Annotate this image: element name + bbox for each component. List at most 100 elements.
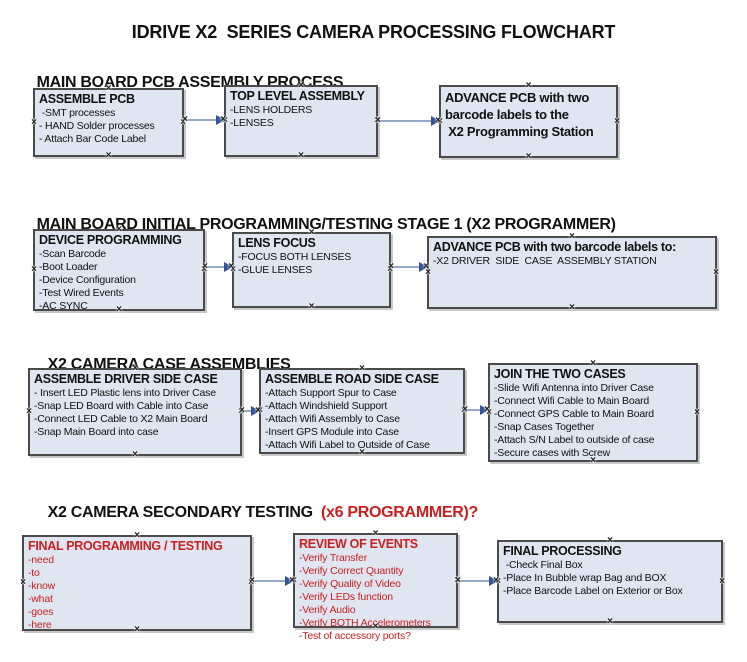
connection-handle-icon[interactable]: × bbox=[20, 577, 26, 588]
section-header-text: MAIN BOARD INITIAL PROGRAMMING/TESTING S… bbox=[36, 216, 616, 233]
box-items: -Scan Barcode-Boot Loader-Device Configu… bbox=[39, 248, 203, 313]
connection-handle-icon[interactable]: × bbox=[569, 302, 575, 313]
connection-handle-icon[interactable]: × bbox=[31, 116, 37, 128]
flow-box-assemble-driver-side-case[interactable]: ASSEMBLE DRIVER SIDE CASE - Insert LED P… bbox=[26, 364, 244, 460]
arrowhead-icon bbox=[224, 262, 233, 272]
box-item-text: -Test of accessory ports? bbox=[299, 630, 411, 642]
box-item-text: -Device Configuration bbox=[39, 274, 136, 286]
connection-handle-icon[interactable]: × bbox=[105, 150, 112, 161]
box-item-text: -to bbox=[28, 567, 40, 579]
box-item-text: -Attach Wifi Assembly to Case bbox=[265, 413, 400, 425]
flow-box-join-the-two-cases[interactable]: JOIN THE TWO CASES -Slide Wifi Antenna i… bbox=[486, 359, 700, 466]
connection-handle-icon[interactable]: × bbox=[525, 151, 532, 162]
box-item-text: -Attach Windshield Support bbox=[265, 400, 388, 412]
box-title: ASSEMBLE DRIVER SIDE CASE bbox=[34, 372, 218, 386]
box-item-text: -FOCUS BOTH LENSES bbox=[238, 251, 352, 263]
box-item-text: -Snap Main Board into case bbox=[34, 426, 159, 438]
connector-arrow[interactable]: ×× bbox=[239, 405, 261, 417]
arrowhead-icon bbox=[251, 406, 260, 416]
box-item-text: - Attach Bar Code Label bbox=[39, 133, 146, 145]
box-item-text: -Place In Bubble wrap Bag and BOX bbox=[503, 572, 667, 584]
arrow-line bbox=[379, 120, 432, 122]
connection-handle-icon[interactable]: × bbox=[298, 150, 304, 161]
arrow-line bbox=[243, 410, 252, 412]
arrow-line bbox=[186, 119, 217, 121]
arrowhead-icon bbox=[431, 116, 440, 126]
box-items: -SMT processes- HAND Solder processes- A… bbox=[39, 107, 182, 146]
box-item-text: -here bbox=[28, 619, 52, 631]
flow-box-device-programming[interactable]: DEVICE PROGRAMMING -Scan Barcode-Boot Lo… bbox=[31, 225, 207, 315]
flow-box-top-level-assembly[interactable]: TOP LEVEL ASSEMBLY -LENS HOLDERS-LENSES … bbox=[222, 81, 380, 161]
arrowhead-icon bbox=[419, 262, 428, 272]
box-title: ASSEMBLE ROAD SIDE CASE bbox=[265, 372, 439, 386]
box-title: JOIN THE TWO CASES bbox=[494, 367, 626, 381]
box-title: LENS FOCUS bbox=[238, 236, 316, 250]
box-item-text: -AC SYNC bbox=[39, 300, 88, 312]
box-item-text: -Insert GPS Module into Case bbox=[265, 426, 399, 438]
box-item-text: -goes bbox=[28, 606, 54, 618]
box-item-text: -Scan Barcode bbox=[39, 248, 106, 260]
box-item-text: -what bbox=[28, 593, 53, 605]
connection-handle-icon[interactable]: × bbox=[607, 616, 613, 627]
box-item-text: - HAND Solder processes bbox=[39, 120, 155, 132]
flow-box-review-of-events[interactable]: REVIEW OF EVENTS -Verify Transfer-Verify… bbox=[291, 529, 460, 643]
box-item-text: -Slide Wifi Antenna into Driver Case bbox=[494, 382, 654, 394]
box-item-text: -know bbox=[28, 580, 56, 592]
connection-handle-icon[interactable]: × bbox=[31, 264, 37, 275]
connector-arrow[interactable]: ×× bbox=[462, 404, 490, 416]
connector-arrow[interactable]: ×× bbox=[375, 115, 441, 127]
box-title: DEVICE PROGRAMMING bbox=[39, 233, 182, 247]
box-item-text: - Insert LED Plastic lens into Driver Ca… bbox=[34, 387, 216, 399]
connection-handle-icon[interactable]: × bbox=[713, 266, 719, 278]
box-items: -Slide Wifi Antenna into Driver Case-Con… bbox=[494, 382, 696, 460]
box-item-text: -Snap Cases Together bbox=[494, 421, 595, 433]
flow-box-assemble-road-side-case[interactable]: ASSEMBLE ROAD SIDE CASE -Attach Support … bbox=[257, 364, 467, 458]
connection-handle-icon[interactable]: × bbox=[308, 301, 315, 312]
connector-arrow[interactable]: ×× bbox=[202, 261, 234, 273]
box-title: ADVANCE PCB with two barcode labels to t… bbox=[445, 90, 594, 139]
box-item-text: -Attach Wifi Label to Outside of Case bbox=[265, 439, 430, 451]
box-item-text: -SMT processes bbox=[39, 107, 116, 119]
box-item-text: -Snap LED Board with Cable into Case bbox=[34, 400, 209, 412]
box-items: -LENS HOLDERS-LENSES bbox=[230, 104, 376, 130]
box-item-text: -Connect LED Cable to X2 Main Board bbox=[34, 413, 208, 425]
box-items: -Check Final Box-Place In Bubble wrap Ba… bbox=[503, 559, 721, 598]
box-items: - Insert LED Plastic lens into Driver Ca… bbox=[34, 387, 240, 439]
box-items: -X2 DRIVER SIDE CASE ASSEMBLY STATION bbox=[433, 255, 715, 268]
box-title: TOP LEVEL ASSEMBLY bbox=[230, 89, 365, 103]
box-items: -FOCUS BOTH LENSES-GLUE LENSES bbox=[238, 251, 389, 277]
connector-arrow[interactable]: ×× bbox=[388, 261, 429, 273]
connection-handle-icon[interactable]: × bbox=[26, 406, 32, 417]
connector-arrow[interactable]: ×× bbox=[249, 575, 295, 587]
box-item-text: -Attach S/N Label to outside of case bbox=[494, 434, 655, 446]
box-item-text: -X2 DRIVER SIDE CASE ASSEMBLY STATION bbox=[433, 255, 657, 267]
box-item-text: -Connect Wifi Cable to Main Board bbox=[494, 395, 650, 407]
box-item-text: -Verify Transfer bbox=[299, 552, 367, 564]
arrowhead-icon bbox=[216, 115, 225, 125]
box-title: ADVANCE PCB with two barcode labels to: bbox=[433, 240, 676, 254]
box-title: FINAL PROGRAMMING / TESTING bbox=[28, 539, 223, 553]
page-title: IDRIVE X2 SERIES CAMERA PROCESSING FLOWC… bbox=[131, 22, 616, 42]
connection-handle-icon[interactable]: × bbox=[132, 449, 138, 460]
box-title: REVIEW OF EVENTS bbox=[299, 537, 418, 551]
arrow-line bbox=[466, 409, 481, 411]
flow-box-advance-pcb-programming-station[interactable]: ADVANCE PCB with two barcode labels to t… bbox=[437, 81, 620, 162]
box-title: FINAL PROCESSING bbox=[503, 544, 622, 558]
arrowhead-icon bbox=[489, 576, 498, 586]
box-item-text: -Verify Correct Quantity bbox=[299, 565, 404, 577]
box-title: ASSEMBLE PCB bbox=[39, 92, 135, 106]
connector-arrow[interactable]: ×× bbox=[182, 114, 226, 126]
flow-box-assemble-pcb[interactable]: ASSEMBLE PCB -SMT processes- HAND Solder… bbox=[31, 84, 186, 161]
box-item-text: -GLUE LENSES bbox=[238, 264, 313, 276]
flow-box-final-programming-testing[interactable]: FINAL PROGRAMMING / TESTING -need-to-kno… bbox=[20, 531, 254, 635]
arrow-line bbox=[392, 266, 420, 268]
box-item-text: -Verify LEDs function bbox=[299, 591, 393, 603]
flow-box-advance-pcb-driver-side[interactable]: ADVANCE PCB with two barcode labels to: … bbox=[425, 232, 719, 313]
flow-box-final-processing[interactable]: FINAL PROCESSING -Check Final Box-Place … bbox=[495, 536, 725, 627]
flow-box-lens-focus[interactable]: LENS FOCUS -FOCUS BOTH LENSES-GLUE LENSE… bbox=[230, 228, 393, 312]
box-item-text: -Boot Loader bbox=[39, 261, 98, 273]
box-item-text: -Secure cases with Screw bbox=[494, 447, 610, 459]
connector-arrow[interactable]: ×× bbox=[455, 575, 499, 587]
box-item-text: -Verify Quality of Video bbox=[299, 578, 401, 590]
